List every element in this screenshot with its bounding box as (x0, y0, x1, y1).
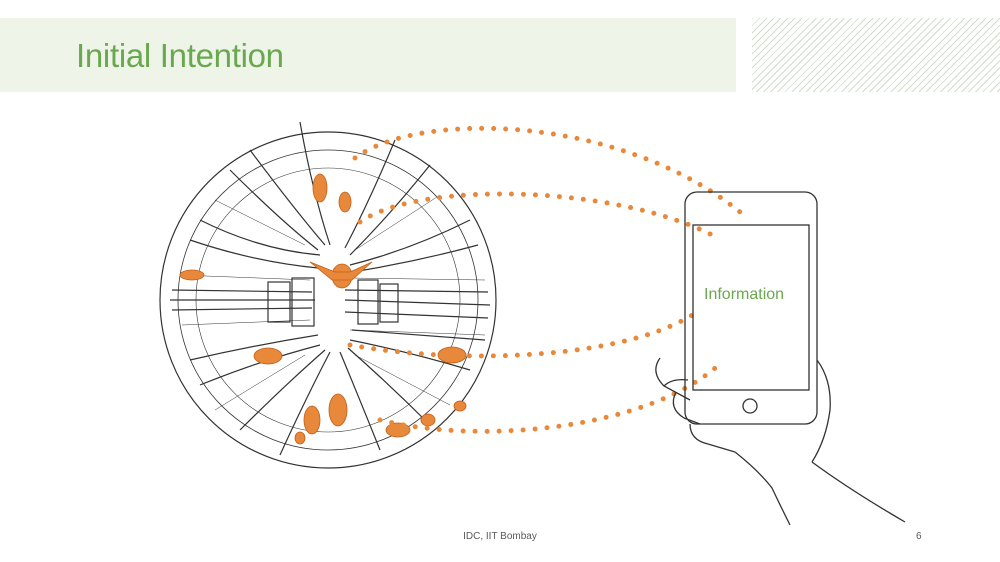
decorative-hatch-pattern (752, 18, 1000, 92)
phone-information-label: Information (704, 286, 785, 303)
dotted-connection-arcs (347, 125, 743, 434)
title-band (0, 18, 736, 92)
phone-screen (692, 224, 810, 391)
fisheye-street-sketch (159, 121, 497, 469)
footer-text: IDC, IIT Bombay (463, 531, 537, 542)
orange-people-figures (179, 173, 467, 445)
slide-title: Initial Intention (76, 37, 284, 74)
illustration (159, 121, 906, 526)
page-number: 6 (916, 531, 922, 542)
phone-outline (684, 191, 818, 425)
phone-in-hand (655, 191, 906, 526)
phone-home-button (742, 398, 758, 414)
